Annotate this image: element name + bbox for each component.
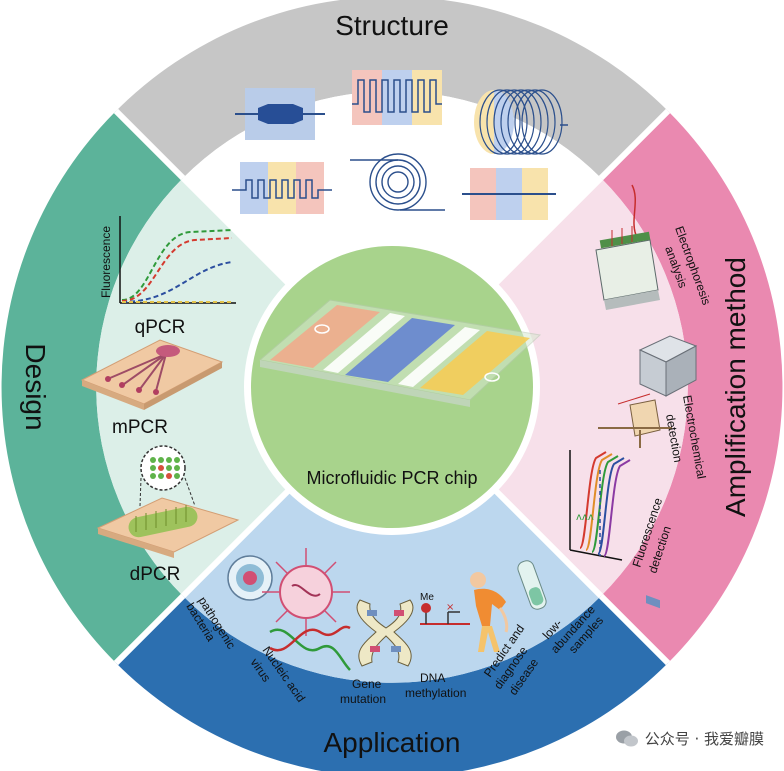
amplification-title: Amplification method bbox=[720, 257, 751, 517]
dna-helix-icon bbox=[269, 625, 351, 671]
spiral-coil-icon bbox=[474, 89, 568, 155]
qpcr-label: qPCR bbox=[135, 317, 186, 338]
me-label: Me bbox=[420, 592, 434, 603]
watermark: 公众号 · 我爱瓣膜 bbox=[615, 728, 764, 749]
design-title: Design bbox=[20, 343, 51, 430]
electrophoresis-icon bbox=[595, 184, 660, 310]
patient-icon bbox=[470, 572, 509, 652]
electrochemical-icon bbox=[598, 335, 698, 609]
mpcr-chip-icon bbox=[80, 339, 224, 410]
serpentine-chamber-icon bbox=[235, 88, 325, 140]
mpcr-label: mPCR bbox=[112, 417, 168, 438]
structure-icons bbox=[232, 70, 568, 220]
panel-dividers bbox=[180, 175, 604, 599]
chromosome-icon bbox=[356, 599, 414, 667]
dna-label: DNA bbox=[420, 671, 445, 685]
bacteria-icon bbox=[227, 555, 273, 601]
fluorescence-curves-icon: ʌʌʌ bbox=[569, 450, 631, 561]
fluorescence-small-marker: ʌʌʌ bbox=[576, 512, 594, 523]
methylation-icon: × bbox=[420, 602, 470, 625]
qpcr-curve-chart: Fluorescence bbox=[99, 216, 236, 304]
gene-label: Gene bbox=[352, 677, 382, 691]
concentric-spiral-icon bbox=[350, 153, 445, 211]
pcr-chip-illustration bbox=[258, 299, 542, 407]
center-label: Microfluidic PCR chip bbox=[306, 468, 477, 488]
design-content: Fluorescence qPCR mPCR bbox=[80, 216, 240, 585]
three-zone-serpentine-icon bbox=[232, 162, 332, 214]
watermark-text: 公众号 · 我爱瓣膜 bbox=[644, 730, 764, 748]
ring-dividers bbox=[113, 108, 671, 666]
application-title: Application bbox=[324, 727, 461, 758]
methylation-x-mark: × bbox=[446, 602, 454, 613]
structure-title: Structure bbox=[335, 10, 449, 41]
mutation-label: mutation bbox=[340, 692, 386, 706]
amplification-ring bbox=[601, 111, 783, 663]
application-ring bbox=[116, 596, 668, 771]
design-panel bbox=[96, 178, 292, 596]
center-hub: Microfluidic PCR chip bbox=[244, 239, 542, 535]
virus-icon bbox=[262, 548, 350, 636]
dpcr-chip-icon bbox=[96, 445, 240, 558]
sample-tube-icon bbox=[517, 560, 547, 610]
dpcr-label: dPCR bbox=[130, 564, 181, 585]
fluorescence-axis-label: Fluorescence bbox=[99, 226, 113, 298]
multi-zone-serpentine-icon bbox=[352, 70, 442, 125]
wechat-icon bbox=[615, 730, 638, 746]
cross-zone-channel-icon bbox=[462, 168, 556, 220]
methylation-label: methylation bbox=[405, 686, 466, 700]
